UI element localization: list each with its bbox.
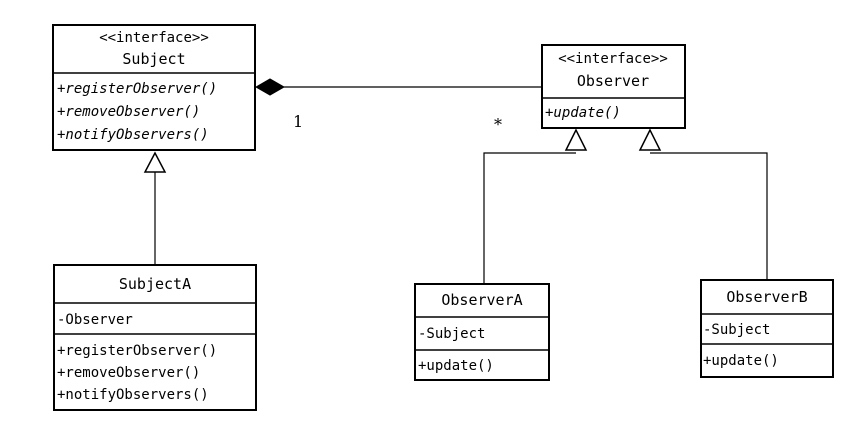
generalization-line-observera [483, 152, 576, 284]
subject-method-remove: +removeObserver() [57, 104, 200, 120]
subject-name: Subject [122, 50, 185, 68]
multiplicity-many: * [494, 115, 502, 134]
class-observer[interactable]: <<interface>> Observer +update() [541, 44, 686, 129]
class-observer-a[interactable]: ObserverA -Subject +update() [414, 283, 550, 381]
observerb-name: ObserverB [726, 288, 807, 306]
composition-diamond [254, 78, 286, 96]
subject-method-register: +registerObserver() [57, 81, 217, 97]
observera-name: ObserverA [441, 291, 522, 309]
subjecta-method-register: +registerObserver() [57, 343, 217, 359]
observer-method-update: +update() [545, 105, 621, 121]
subject-method-notify: +notifyObservers() [57, 127, 209, 143]
observerb-method-update: +update() [703, 353, 779, 369]
subject-stereotype: <<interface>> [99, 30, 209, 46]
subjecta-method-remove: +removeObserver() [57, 365, 200, 381]
class-observer-b[interactable]: ObserverB -Subject +update() [700, 279, 834, 378]
observera-attribute-subject: -Subject [418, 326, 485, 342]
generalization-arrow-observer-a [564, 128, 588, 151]
class-subject[interactable]: <<interface>> Subject +registerObserver(… [52, 24, 256, 151]
generalization-arrow-subject [143, 151, 167, 173]
multiplicity-one: 1 [293, 112, 303, 131]
subjecta-method-notify: +notifyObservers() [57, 387, 209, 403]
subjecta-name: SubjectA [119, 275, 191, 293]
observer-name: Observer [577, 72, 649, 90]
generalization-line-observerb [650, 152, 768, 280]
observerb-attribute-subject: -Subject [703, 322, 770, 338]
generalization-arrow-observer-b [638, 128, 662, 151]
observera-method-update: +update() [418, 358, 494, 374]
observer-stereotype: <<interface>> [558, 51, 668, 67]
class-subject-a[interactable]: SubjectA -Observer +registerObserver() +… [53, 264, 257, 411]
subjecta-attribute-observer: -Observer [57, 312, 133, 328]
